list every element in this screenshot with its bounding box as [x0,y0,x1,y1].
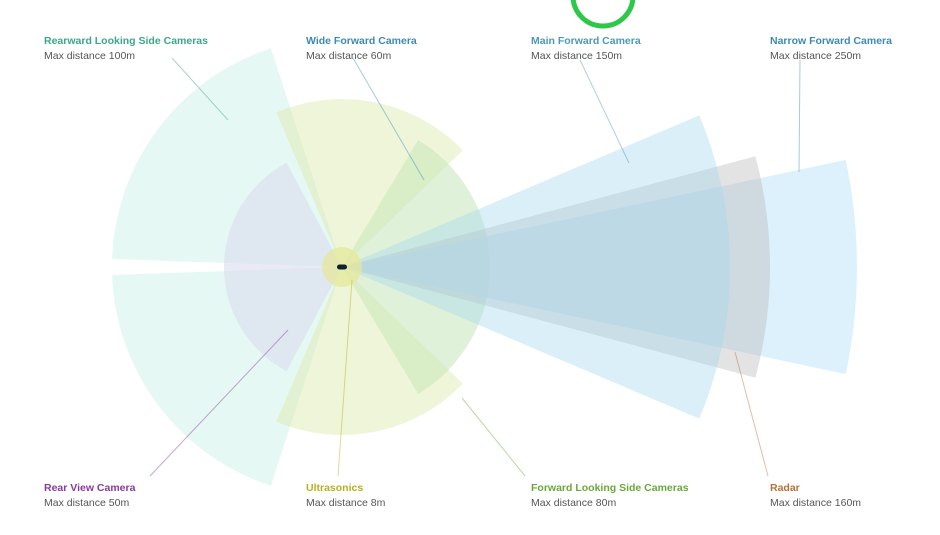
rear-view-zone [223,162,342,372]
sensor-distance: Max distance 80m [531,497,617,509]
sensor-distance: Max distance 250m [770,50,862,62]
radar-zone [342,156,770,378]
car-icon [337,264,347,270]
leader-lines [149,57,801,477]
sensor-distance: Max distance 8m [306,497,386,509]
forward-side-zone-upper [276,99,463,267]
leader-forward-side [461,397,526,477]
sensor-distance: Max distance 100m [44,50,136,62]
sensor-name: Narrow Forward Camera [770,35,892,47]
leader-rear-view [149,329,289,477]
leader-ultrasonics [337,279,353,477]
leader-wide-forward [352,57,425,181]
leader-radar [734,351,769,477]
sensor-name: Forward Looking Side Cameras [531,482,689,494]
sensor-name: Rearward Looking Side Cameras [44,35,208,47]
label-forward-looking-side-cameras: Forward Looking Side Cameras Max distanc… [531,481,751,511]
coverage-zones [112,48,857,486]
car-body [337,264,347,270]
label-ultrasonics: Ultrasonics Max distance 8m [306,481,526,511]
sensor-name: Wide Forward Camera [306,35,417,47]
label-narrow-forward-camera: Narrow Forward Camera Max distance 250m [770,34,940,64]
leader-rearward-side [171,57,229,121]
label-rear-view-camera: Rear View Camera Max distance 50m [44,481,264,511]
forward-side-zone-lower [276,267,463,435]
sensor-name: Main Forward Camera [531,35,641,47]
leader-main-forward [579,59,630,164]
leader-narrow-forward [798,59,801,173]
logo-ring [570,0,636,29]
label-main-forward-camera: Main Forward Camera Max distance 150m [531,34,751,64]
main-forward-zone [342,115,731,419]
sensor-distance: Max distance 150m [531,50,623,62]
sensor-distance: Max distance 160m [770,497,862,509]
label-radar: Radar Max distance 160m [770,481,940,511]
narrow-forward-zone [342,159,857,375]
sensor-distance: Max distance 60m [306,50,392,62]
sensor-name: Radar [770,482,800,494]
sensor-name: Ultrasonics [306,482,364,494]
label-wide-forward-camera: Wide Forward Camera Max distance 60m [306,34,526,64]
label-rearward-side-cameras: Rearward Looking Side Cameras Max distan… [44,34,264,64]
sensor-distance: Max distance 50m [44,497,130,509]
sensor-name: Rear View Camera [44,482,136,494]
